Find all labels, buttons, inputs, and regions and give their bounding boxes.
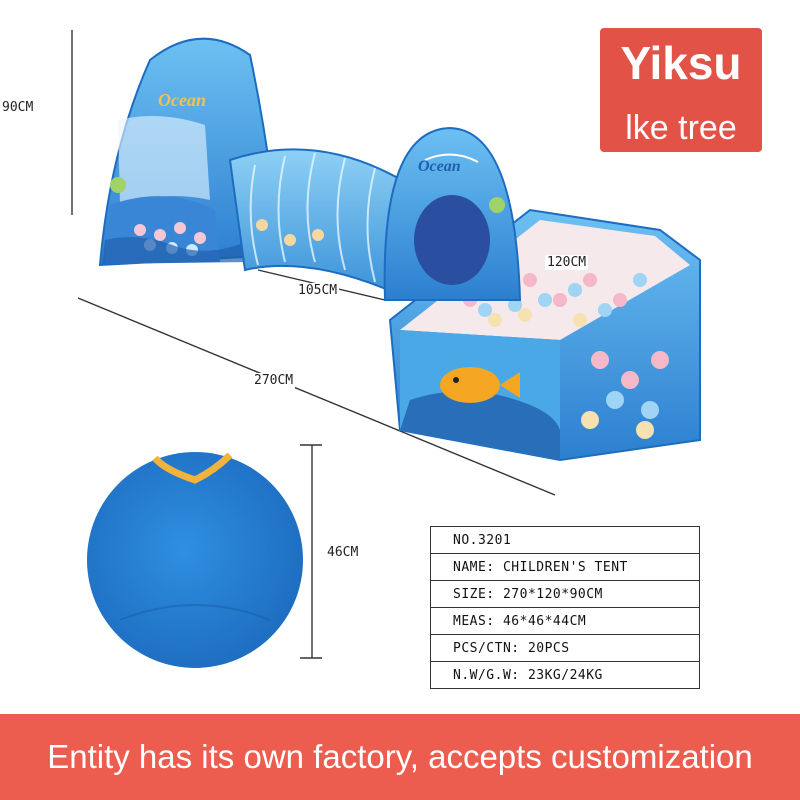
brand-tagline: lke tree [625,109,737,147]
spec-weight: N.W/G.W: 23KG/24KG [453,667,603,683]
ocean-print-left: Ocean [158,90,206,110]
height-dimension-label: 90CM [0,100,36,115]
brand-badge: Yiksu lke tree [600,28,762,152]
spec-pcs-ctn: PCS/CTN: 20PCS [431,635,699,662]
spec-item-number: NO.3201 [431,527,699,554]
ocean-print-right: Ocean [418,158,461,175]
spec-table: NO.3201 NAME: CHILDREN'S TENT SIZE: 270*… [430,526,700,689]
pool-dimension-label: 120CM [545,255,589,270]
tent-dome [98,37,282,267]
tunnel [228,148,412,297]
spec-size: SIZE: 270*120*90CM [431,581,699,608]
total-length-label: 270CM [252,373,296,388]
product-photo [71,30,701,668]
hoop-arch [383,126,522,301]
brand-name: Yiksu [620,37,742,89]
promo-banner-text: Entity has its own factory, accepts cust… [47,738,753,775]
spec-meas: MEAS: 46*46*44CM [431,608,699,635]
folded-bag [87,452,303,668]
promo-banner: Entity has its own factory, accepts cust… [0,714,800,800]
spec-name: NAME: CHILDREN'S TENT [431,554,699,581]
tunnel-dimension-label: 105CM [296,283,340,298]
folded-diameter-label: 46CM [325,545,361,560]
